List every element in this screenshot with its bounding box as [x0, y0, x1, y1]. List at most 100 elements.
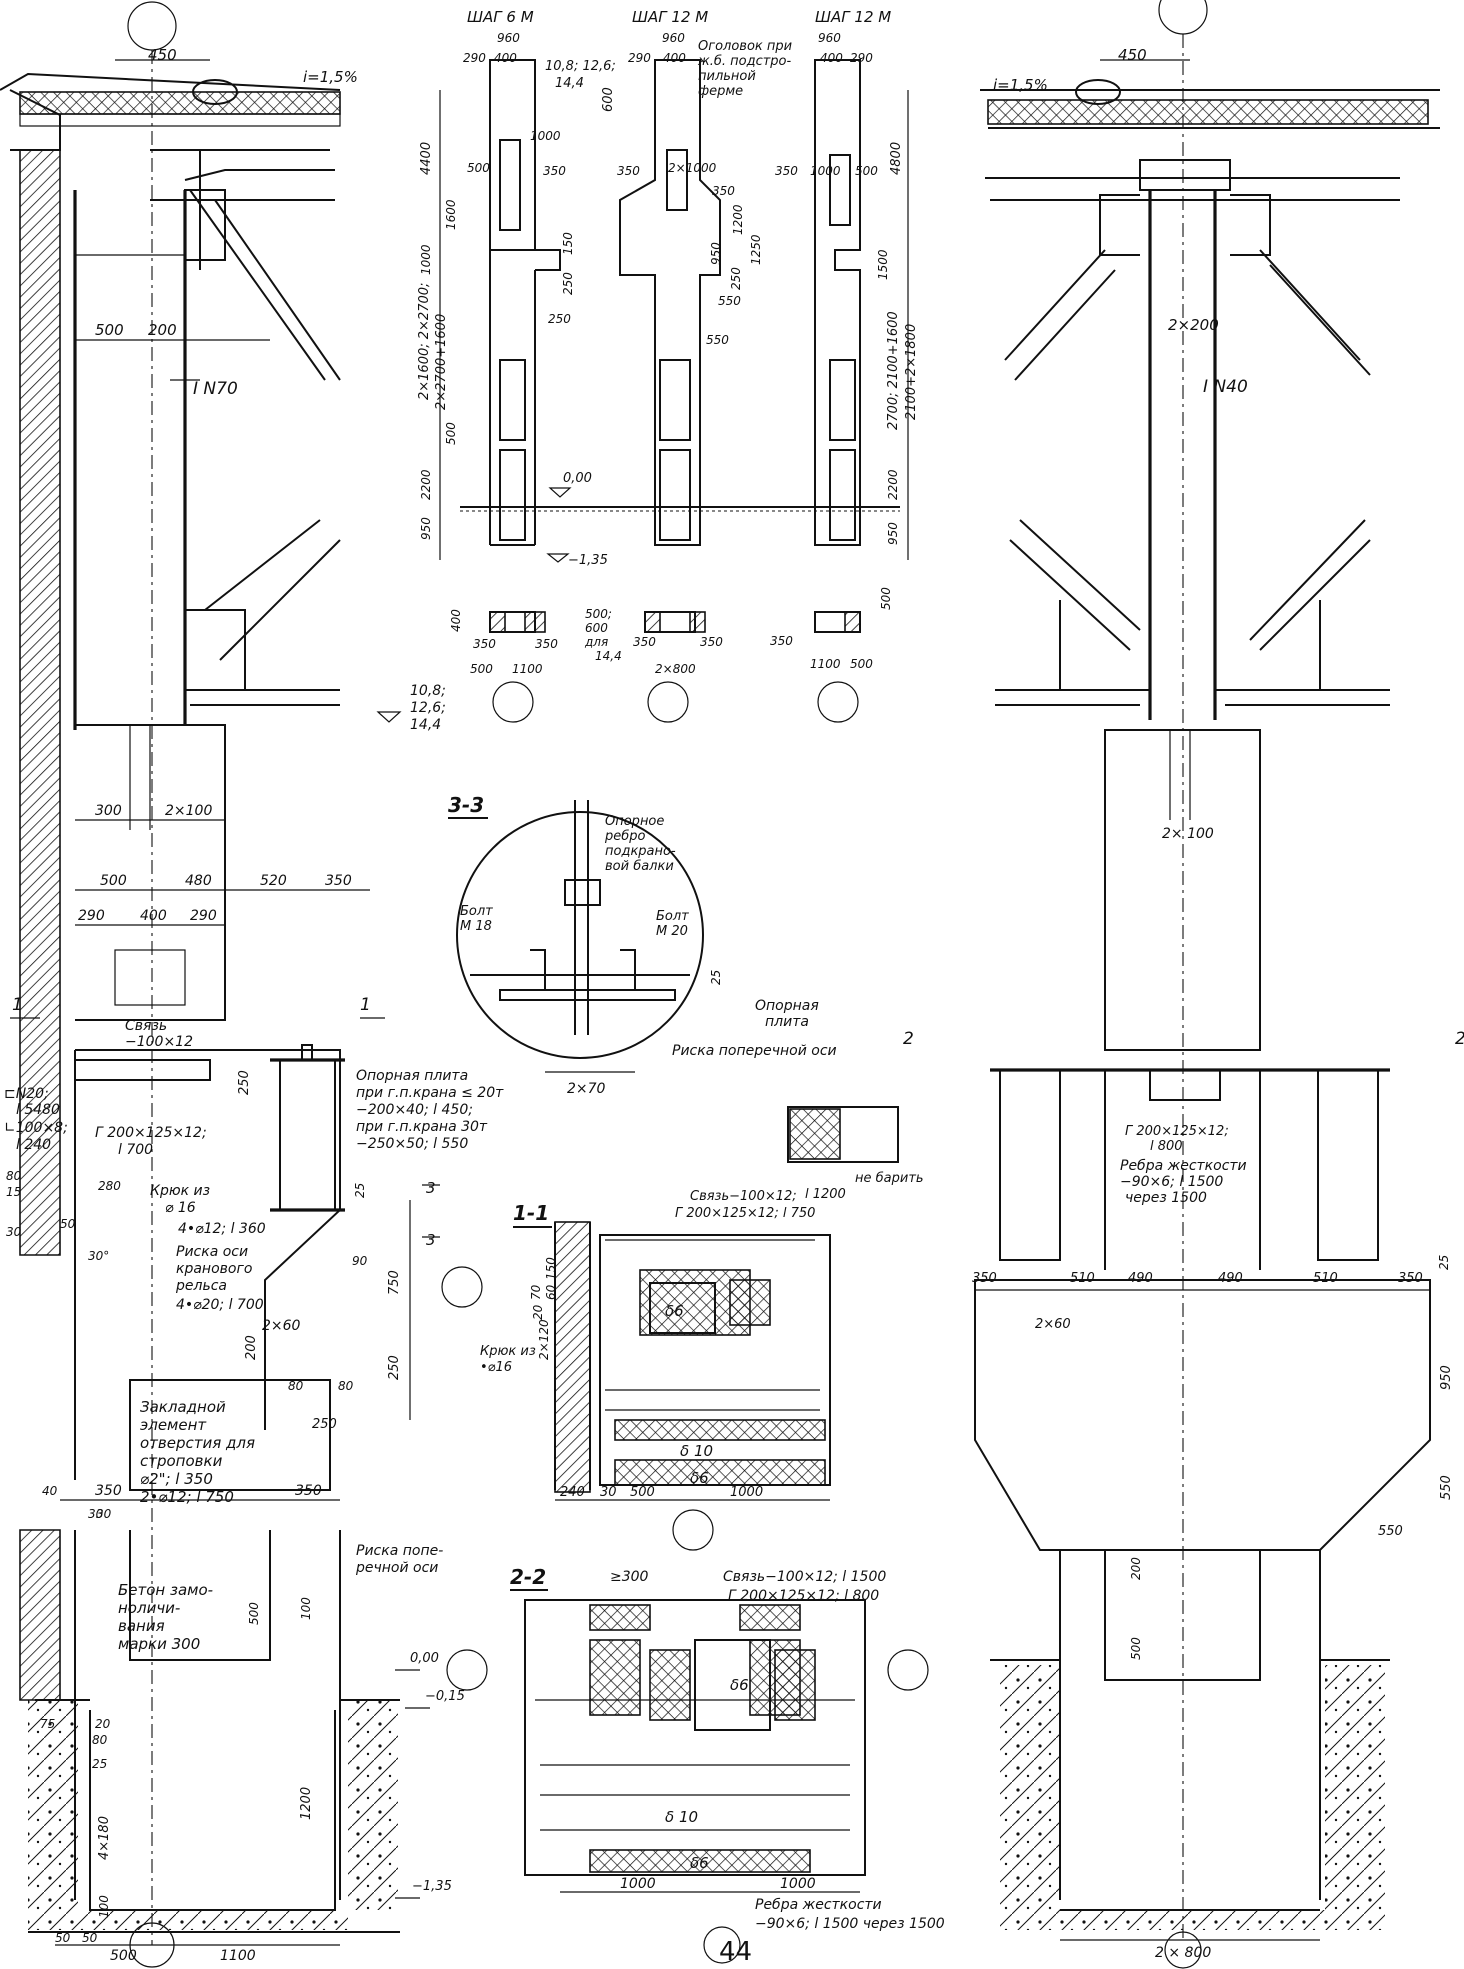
svg-text:250: 250	[548, 312, 571, 326]
svg-text:500: 500	[850, 657, 873, 671]
svg-text:80: 80	[288, 1379, 304, 1393]
svg-text:ноличи-: ноличи-	[118, 1599, 180, 1617]
svg-text:400: 400	[663, 51, 686, 65]
svg-text:l 5480: l 5480	[16, 1102, 60, 1118]
svg-text:Болт: Болт	[460, 904, 493, 919]
svg-text:350: 350	[473, 637, 496, 651]
svg-text:70: 70	[529, 1284, 543, 1300]
svg-text:1000: 1000	[810, 164, 841, 178]
svg-text:1000: 1000	[620, 1876, 656, 1892]
svg-text:480: 480	[185, 873, 212, 889]
dim-450-left: 450	[148, 46, 177, 64]
svg-text:δ6: δ6	[690, 1469, 709, 1487]
svg-text:950: 950	[1439, 1365, 1454, 1390]
svg-text:960: 960	[818, 31, 841, 45]
slope-right: i=1,5%	[993, 76, 1048, 94]
slope-left: i=1,5%	[303, 68, 358, 86]
svg-text:Крюк из: Крюк из	[150, 1183, 210, 1199]
left-foundation: Бетон замо- ноличи- вания марки 300 Риск…	[19, 1529, 465, 1964]
svg-text:950: 950	[886, 522, 900, 545]
svg-text:350: 350	[712, 184, 735, 198]
svg-text:300: 300	[95, 803, 122, 819]
svg-text:строповки: строповки	[140, 1452, 223, 1470]
svg-text:4•⌀20; l 700: 4•⌀20; l 700	[176, 1297, 264, 1313]
svg-text:350: 350	[1398, 1271, 1423, 1286]
svg-text:∟100×8;: ∟100×8;	[4, 1120, 68, 1136]
svg-text:Ребра жесткости: Ребра жесткости	[755, 1897, 882, 1913]
right-column-elevation: 2×200 I N40 2× 100 2 Γ 200×125×12; l 800…	[972, 0, 1464, 1969]
svg-text:520: 520	[260, 873, 287, 889]
svg-text:l 1200: l 1200	[805, 1187, 846, 1202]
svg-text:Болт: Болт	[656, 909, 689, 924]
svg-text:80: 80	[6, 1169, 22, 1183]
svg-text:50: 50	[82, 1931, 98, 1945]
svg-text:2×1000: 2×1000	[668, 161, 717, 175]
svg-text:3-3: 3-3	[448, 793, 484, 817]
svg-text:Γ 200×125×12; l 800: Γ 200×125×12; l 800	[728, 1588, 879, 1604]
svg-text:2: 2	[903, 1029, 914, 1049]
svg-text:ж.б. подстро-: ж.б. подстро-	[697, 54, 791, 69]
svg-text:Оголовок при: Оголовок при	[698, 39, 792, 54]
svg-text:−250×50; l 550: −250×50; l 550	[356, 1136, 468, 1152]
svg-text:350: 350	[543, 164, 566, 178]
svg-text:1: 1	[12, 995, 23, 1015]
svg-text:Риска попе-: Риска попе-	[356, 1543, 443, 1559]
svg-text:250: 250	[237, 1070, 252, 1095]
svg-text:250: 250	[729, 267, 743, 290]
svg-text:Риска оси: Риска оси	[176, 1244, 248, 1260]
svg-text:1-1: 1-1	[513, 1201, 549, 1225]
svg-text:−200×40; l 450;: −200×40; l 450;	[356, 1102, 473, 1118]
svg-text:4×180: 4×180	[97, 1816, 112, 1860]
svg-text:14,4: 14,4	[410, 717, 441, 733]
svg-text:80: 80	[338, 1379, 354, 1393]
svg-text:500: 500	[467, 161, 490, 175]
svg-text:ШАГ 12 М: ШАГ 12 М	[815, 8, 891, 26]
svg-text:1600: 1600	[444, 199, 458, 230]
svg-text:500: 500	[444, 422, 458, 445]
svg-text:для: для	[584, 635, 608, 649]
svg-text:⊏N20;: ⊏N20;	[4, 1086, 49, 1102]
svg-text:−0,15: −0,15	[425, 1689, 465, 1704]
svg-text:Связь: Связь	[125, 1018, 167, 1034]
svg-text:350: 350	[700, 635, 723, 649]
svg-text:2×1600; 2×2700;: 2×1600; 2×2700;	[417, 283, 432, 400]
svg-text:ребро: ребро	[604, 829, 646, 844]
svg-text:2× 100: 2× 100	[1162, 826, 1214, 842]
svg-text:1000: 1000	[530, 129, 561, 143]
section-1-1: 1-1 не барить l 1200 Связь−100×12; Γ 200…	[441, 1106, 924, 1551]
svg-text:δ 10: δ 10	[665, 1808, 698, 1826]
svg-text:100: 100	[97, 1895, 111, 1918]
svg-text:200: 200	[244, 1335, 259, 1360]
svg-text:600: 600	[601, 87, 616, 112]
svg-text:1: 1	[360, 995, 371, 1015]
svg-text:−1,35: −1,35	[412, 1879, 452, 1894]
svg-text:25: 25	[353, 1183, 367, 1198]
svg-text:290: 290	[78, 908, 105, 924]
svg-text:30: 30	[6, 1225, 22, 1239]
svg-text:400: 400	[820, 51, 843, 65]
svg-text:50: 50	[60, 1217, 76, 1231]
svg-text:Γ 200×125×12;: Γ 200×125×12;	[1125, 1124, 1229, 1139]
svg-text:100: 100	[299, 1597, 313, 1620]
dim-450-right: 450	[1118, 46, 1147, 64]
svg-text:2200: 2200	[886, 469, 900, 500]
svg-text:М 20: М 20	[656, 924, 688, 939]
svg-text:20: 20	[531, 1304, 545, 1320]
svg-text:не барить: не барить	[855, 1171, 924, 1186]
svg-text:14,4: 14,4	[555, 76, 584, 91]
svg-text:500: 500	[110, 1948, 137, 1964]
svg-text:20: 20	[95, 1717, 111, 1731]
svg-text:80: 80	[92, 1733, 108, 1747]
svg-text:2×200: 2×200	[1168, 316, 1219, 334]
svg-text:250: 250	[387, 1355, 402, 1380]
page-number: 44	[719, 1937, 752, 1967]
svg-text:l 800: l 800	[1150, 1139, 1183, 1154]
svg-text:950: 950	[709, 242, 723, 265]
svg-text:3: 3	[426, 1179, 436, 1197]
svg-text:400: 400	[449, 609, 463, 632]
svg-text:⌀2"; l 350: ⌀2"; l 350	[140, 1470, 213, 1488]
svg-text:90: 90	[352, 1254, 368, 1268]
svg-text:350: 350	[325, 873, 352, 889]
